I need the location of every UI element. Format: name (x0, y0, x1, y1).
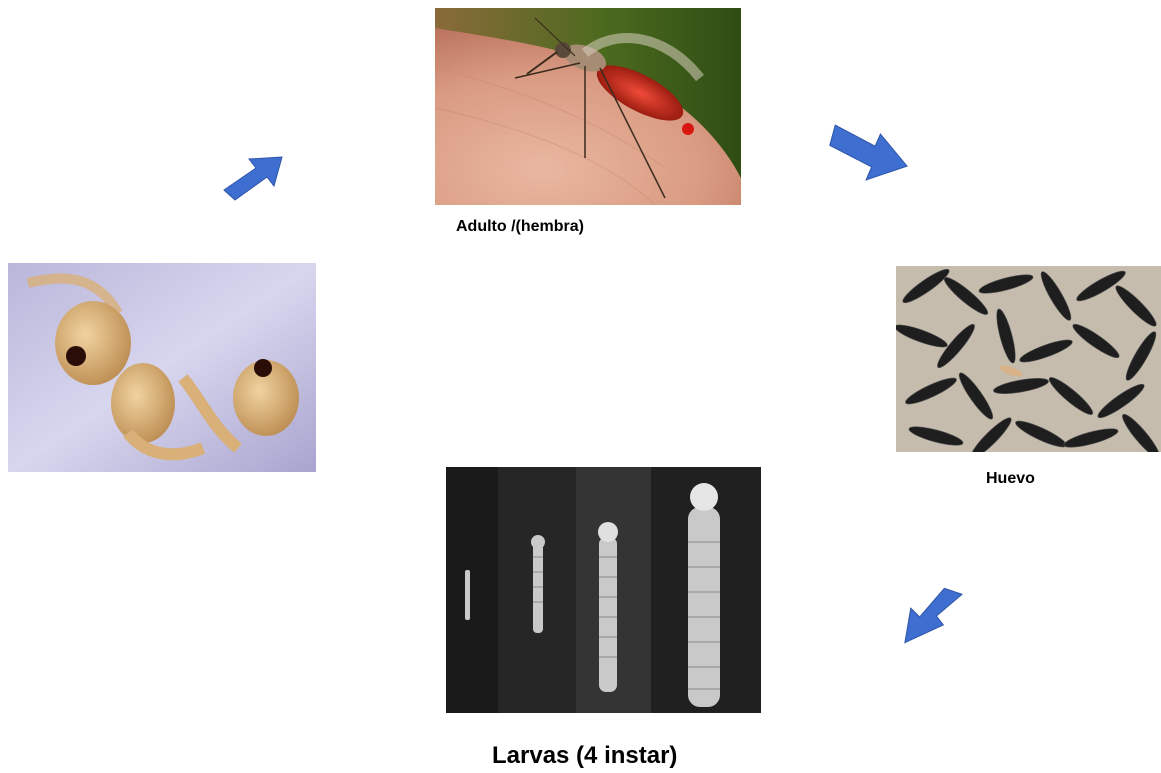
block-arrow-icon (895, 585, 970, 647)
adult-mosquito-image (435, 8, 741, 205)
larvae-image (446, 467, 761, 713)
larvae-caption: Larvas (4 instar) (492, 742, 677, 770)
egg-caption: Huevo (986, 470, 1035, 488)
block-arrow-icon (212, 145, 292, 215)
eggs-image (896, 266, 1161, 452)
block-arrow-icon (828, 113, 913, 183)
adult-caption: Adulto /(hembra) (456, 218, 584, 236)
pupae-image (8, 263, 316, 472)
